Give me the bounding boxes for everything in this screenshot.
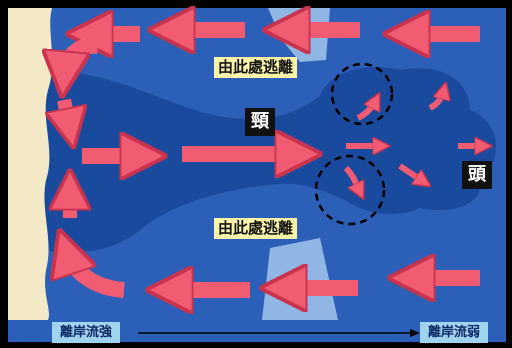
strength-arrowhead xyxy=(410,329,420,337)
arrows-neck xyxy=(82,154,300,156)
arrows-beach xyxy=(64,98,70,218)
beach xyxy=(8,8,53,320)
arrow-head-e xyxy=(398,163,424,182)
escape-label-top: 由此處逃離 xyxy=(214,57,298,78)
arrow-top-corner xyxy=(64,37,99,76)
escape-circle-top xyxy=(330,62,394,126)
arrow-head-a xyxy=(356,100,376,121)
arrow-head-d xyxy=(343,165,360,192)
escape-circle-bottom xyxy=(314,154,386,226)
arrows-top xyxy=(64,30,480,76)
neck-label: 頸 xyxy=(245,108,275,136)
strong-current-label: 離岸流強 xyxy=(52,322,121,343)
escape-label-bottom: 由此處逃離 xyxy=(214,218,298,239)
arrow-head-b xyxy=(428,90,444,111)
arrows-head xyxy=(343,90,484,192)
arrow-bottom-corner xyxy=(66,250,125,298)
weak-current-label: 離岸流弱 xyxy=(420,322,489,343)
arrows-bottom xyxy=(66,250,480,290)
head-label: 頭 xyxy=(462,161,492,189)
arrow-beach-down xyxy=(64,98,70,130)
bottom-strip xyxy=(8,320,506,342)
